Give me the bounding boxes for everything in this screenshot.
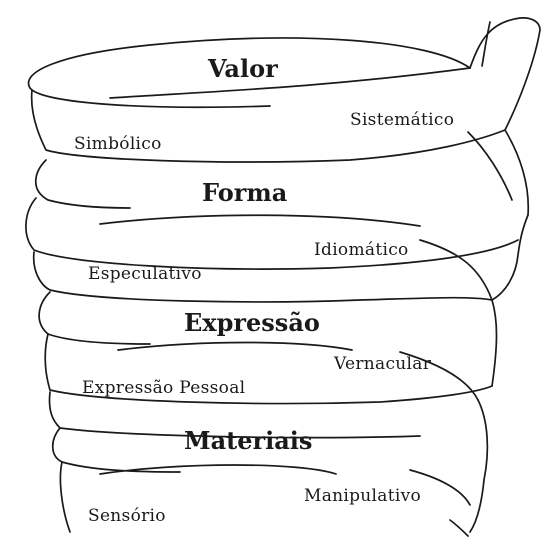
level-title-materiais: Materiais xyxy=(184,426,312,455)
mode-label-vernacular: Vernacular xyxy=(334,354,431,374)
level-title-valor: Valor xyxy=(208,54,278,83)
mode-label-expressao-pessoal: Expressão Pessoal xyxy=(82,378,245,398)
mode-label-sensorio: Sensório xyxy=(88,506,166,526)
level-title-forma: Forma xyxy=(202,178,287,207)
mode-label-especulativo: Especulativo xyxy=(88,264,202,284)
mode-label-idiomatico: Idiomático xyxy=(314,240,409,260)
level-title-expressao: Expressão xyxy=(184,308,320,337)
mode-label-manipulativo: Manipulativo xyxy=(304,486,421,506)
mode-label-simbolico: Simbólico xyxy=(74,134,162,154)
mode-label-sistematico: Sistemático xyxy=(350,110,454,130)
